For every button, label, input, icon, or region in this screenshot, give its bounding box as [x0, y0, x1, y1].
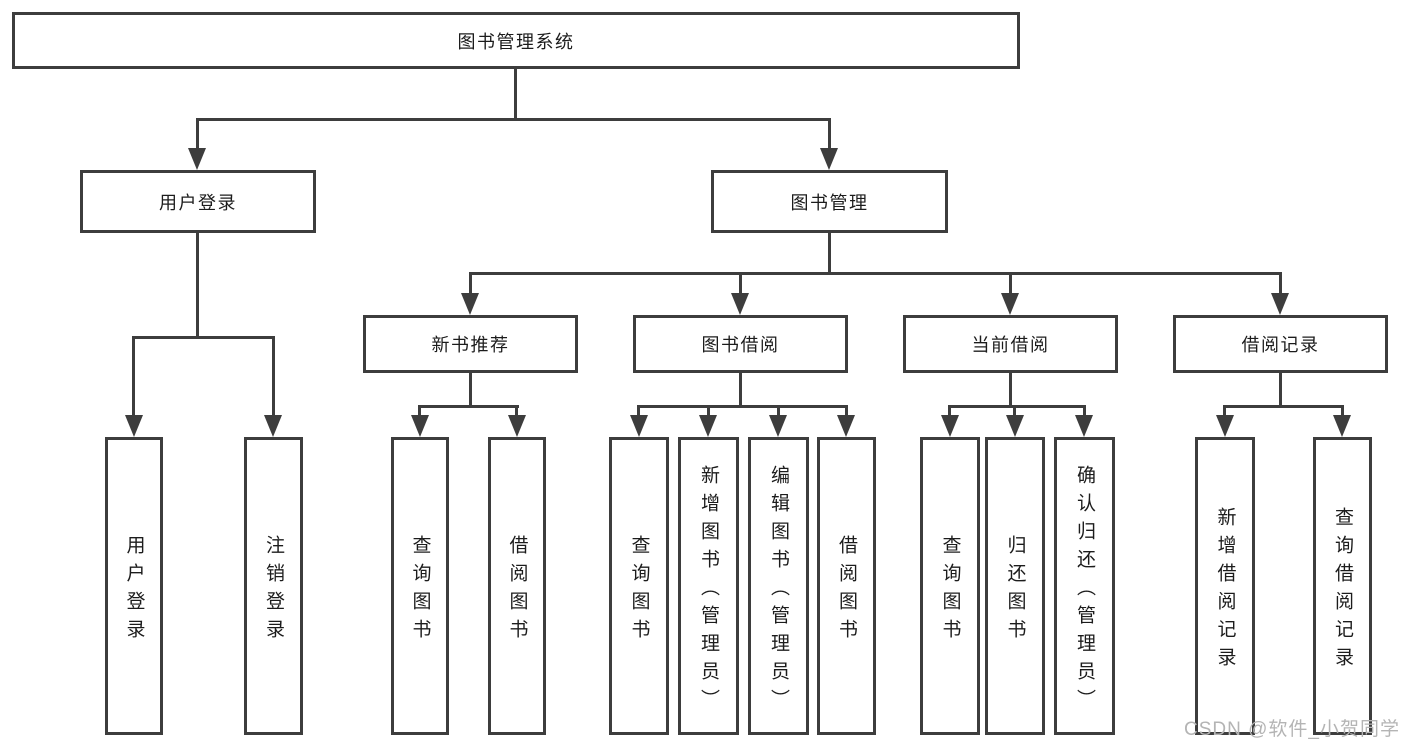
connector-line — [948, 405, 1086, 408]
arrow-down-icon — [508, 415, 526, 437]
leaf-return-books: 归还图书 — [985, 437, 1045, 735]
leaf-label: 借阅图书 — [506, 534, 528, 647]
arrow-down-icon — [188, 148, 206, 170]
connector-line — [1223, 405, 1344, 408]
connector-line — [739, 373, 742, 408]
leaf-label: 新增图书（管理员） — [698, 464, 719, 717]
node-label: 当前借阅 — [971, 335, 1050, 355]
leaf-add-book-admin: 新增图书（管理员） — [678, 437, 739, 735]
leaf-edit-book-admin: 编辑图书（管理员） — [748, 437, 809, 735]
arrow-down-icon — [820, 148, 838, 170]
connector-line — [196, 233, 199, 338]
connector-line — [828, 233, 831, 275]
leaf-add-borrow-record: 新增借阅记录 — [1195, 437, 1255, 735]
leaf-user-login: 用户登录 — [105, 437, 163, 735]
arrow-down-icon — [125, 415, 143, 437]
leaf-label: 注销登录 — [263, 534, 284, 647]
leaf-query-books-borrowing: 查询图书 — [609, 437, 669, 735]
arrow-down-icon — [1075, 415, 1093, 437]
connector-line — [845, 405, 848, 418]
node-library-management-system: 图书管理系统 — [12, 12, 1020, 69]
leaf-label: 查询图书 — [409, 534, 431, 647]
arrow-down-icon — [264, 415, 282, 437]
connector-line — [948, 405, 951, 418]
arrow-down-icon — [699, 415, 717, 437]
connector-line — [1009, 373, 1012, 408]
connector-line — [1279, 272, 1282, 296]
connector-line — [1013, 405, 1016, 418]
node-label: 借阅记录 — [1241, 335, 1320, 355]
leaf-label: 查询图书 — [939, 534, 961, 647]
connector-line — [1341, 405, 1344, 418]
connector-line — [1279, 373, 1282, 408]
connector-line — [272, 336, 275, 417]
leaf-label: 用户登录 — [123, 534, 145, 647]
arrow-down-icon — [941, 415, 959, 437]
node-label: 图书借阅 — [701, 335, 780, 355]
node-label: 图书管理 — [790, 192, 869, 213]
watermark: CSDN @软件_小贺同学 — [1184, 719, 1400, 740]
connector-line — [828, 118, 831, 150]
leaf-label: 查询借阅记录 — [1332, 506, 1353, 675]
connector-line — [1223, 405, 1226, 418]
leaf-label: 新增借阅记录 — [1214, 506, 1236, 675]
connector-line — [515, 405, 518, 418]
connector-line — [469, 272, 1282, 275]
connector-line — [637, 405, 848, 408]
arrow-down-icon — [411, 415, 429, 437]
node-current-borrowing: 当前借阅 — [903, 315, 1118, 373]
arrow-down-icon — [837, 415, 855, 437]
node-book-borrowing: 图书借阅 — [633, 315, 848, 373]
node-label: 新书推荐 — [431, 335, 510, 355]
arrow-down-icon — [461, 293, 479, 315]
node-new-book-recommend: 新书推荐 — [363, 315, 578, 373]
arrow-down-icon — [1216, 415, 1234, 437]
connector-line — [707, 405, 710, 418]
node-book-management: 图书管理 — [711, 170, 948, 233]
connector-line — [132, 336, 135, 417]
arrow-down-icon — [1006, 415, 1024, 437]
leaf-label: 编辑图书（管理员） — [768, 464, 789, 717]
connector-line — [418, 405, 421, 418]
connector-line — [777, 405, 780, 418]
connector-line — [418, 405, 519, 408]
leaf-query-books-current: 查询图书 — [920, 437, 980, 735]
node-borrowing-records: 借阅记录 — [1173, 315, 1388, 373]
arrow-down-icon — [630, 415, 648, 437]
arrow-down-icon — [1271, 293, 1289, 315]
node-label: 用户登录 — [159, 192, 237, 213]
arrow-down-icon — [1333, 415, 1351, 437]
connector-line — [514, 69, 517, 121]
leaf-label: 查询图书 — [628, 534, 650, 647]
leaf-query-borrow-record: 查询借阅记录 — [1313, 437, 1372, 735]
connector-line — [637, 405, 640, 418]
connector-line — [469, 272, 472, 296]
arrow-down-icon — [1001, 293, 1019, 315]
arrow-down-icon — [769, 415, 787, 437]
connector-line — [1083, 405, 1086, 418]
arrow-down-icon — [731, 293, 749, 315]
node-user-login: 用户登录 — [80, 170, 316, 233]
leaf-label: 确认归还（管理员） — [1074, 464, 1095, 717]
connector-line — [739, 272, 742, 296]
connector-line — [196, 118, 831, 121]
leaf-label: 借阅图书 — [836, 534, 857, 647]
connector-line — [1009, 272, 1012, 296]
node-label: 图书管理系统 — [457, 31, 575, 52]
leaf-borrow-books-borrowing: 借阅图书 — [817, 437, 876, 735]
connector-line — [196, 118, 199, 150]
leaf-borrow-books-recommend: 借阅图书 — [488, 437, 546, 735]
connector-line — [132, 336, 275, 339]
connector-line — [469, 373, 472, 408]
leaf-label: 归还图书 — [1004, 534, 1026, 647]
leaf-confirm-return-admin: 确认归还（管理员） — [1054, 437, 1115, 735]
leaf-logout: 注销登录 — [244, 437, 303, 735]
leaf-query-books-recommend: 查询图书 — [391, 437, 449, 735]
